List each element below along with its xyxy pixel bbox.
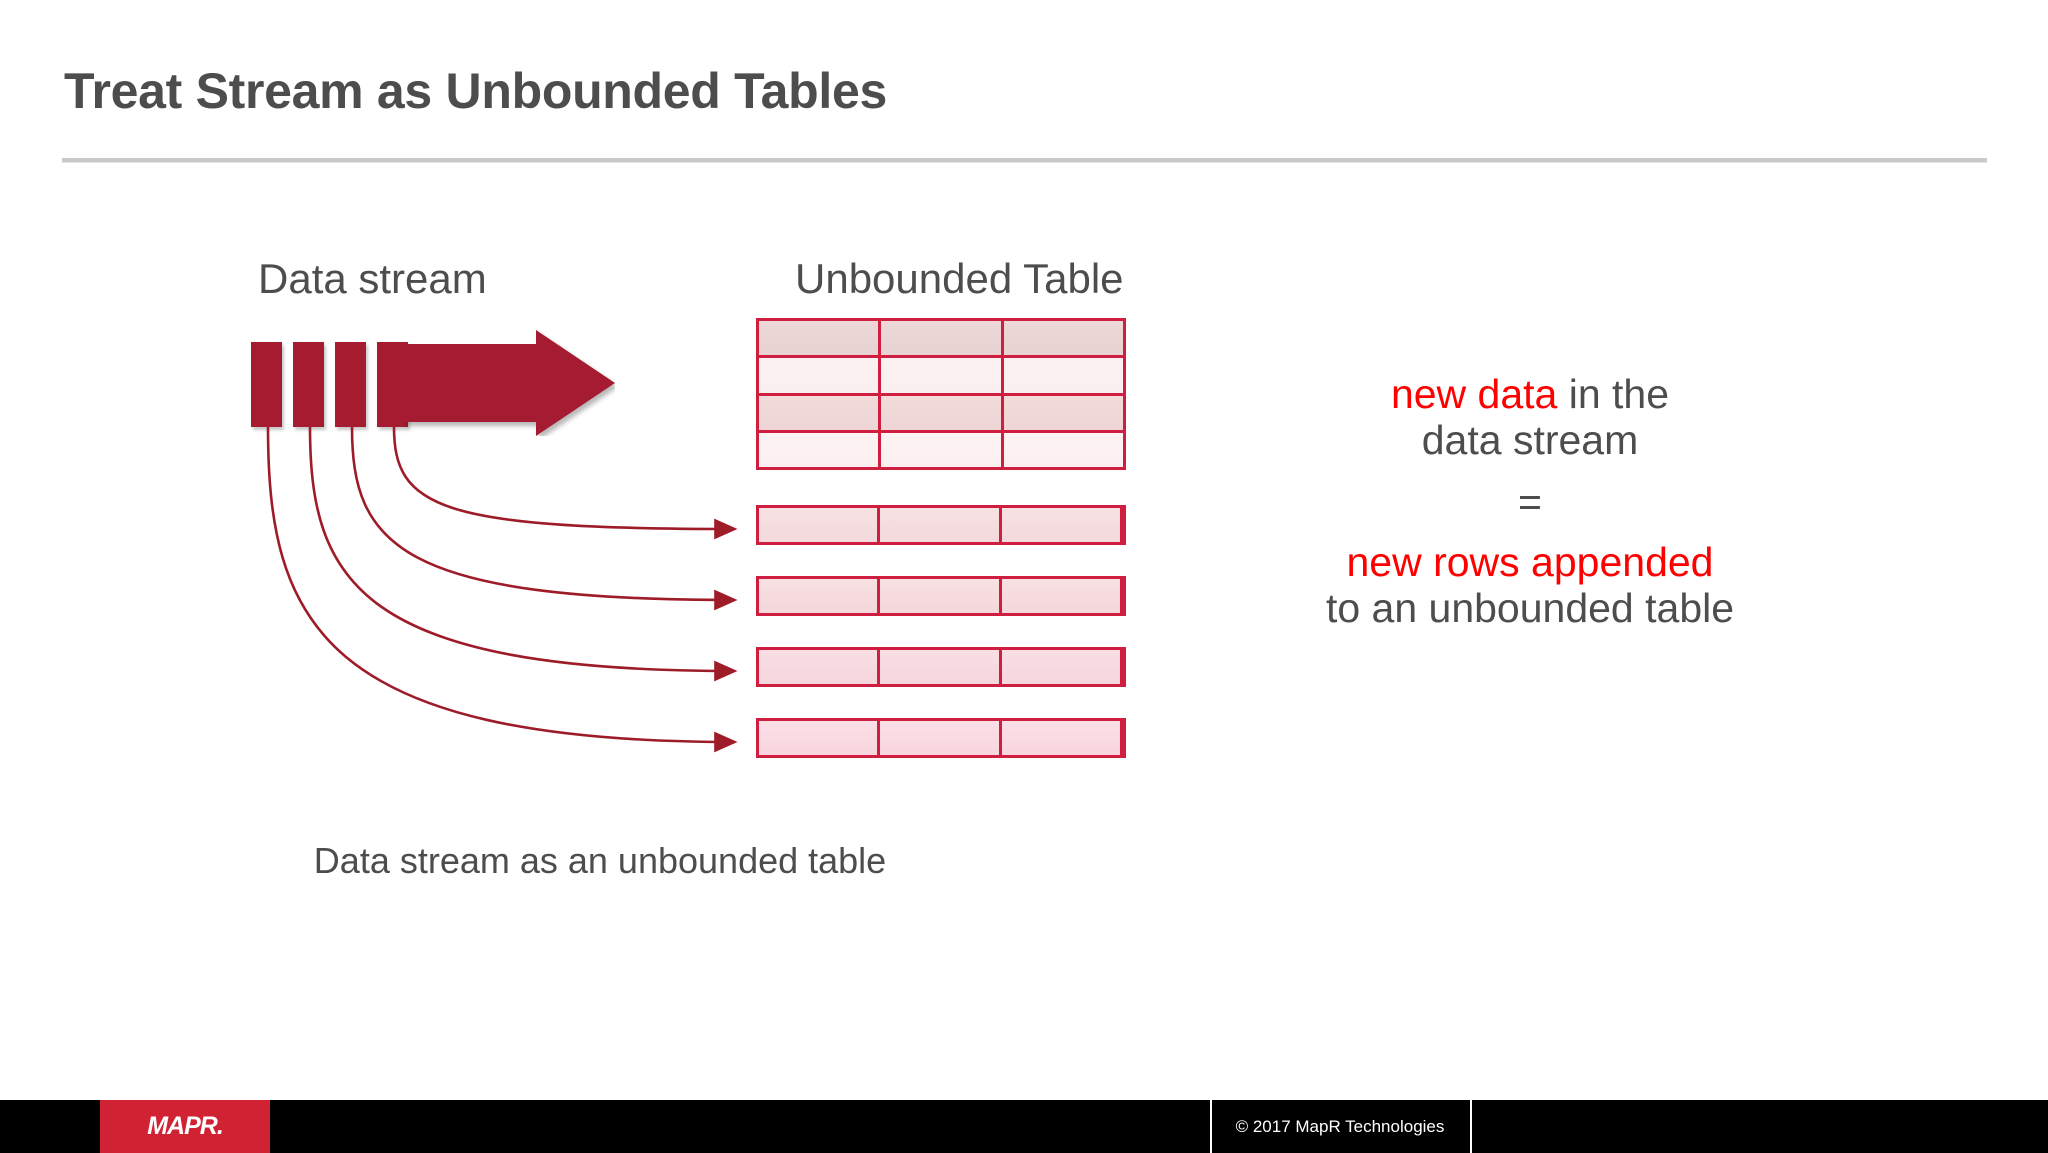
stream-packet-bar: [335, 342, 366, 427]
table-cell: [880, 650, 1002, 684]
table-cell: [759, 650, 881, 684]
appended-table-row: [756, 576, 1126, 616]
table-cell: [759, 321, 882, 356]
table-row: [759, 358, 1123, 396]
equation-emphasis-new-rows-appended: new rows appended: [1346, 538, 1714, 585]
table-cell: [759, 432, 882, 467]
table-cell: [881, 432, 1004, 467]
table-cell: [880, 508, 1002, 542]
title-divider: [62, 158, 1987, 163]
appended-table-row: [756, 505, 1126, 545]
table-cell: [1001, 721, 1123, 755]
table-cell: [759, 508, 881, 542]
table-row: [759, 432, 1123, 467]
diagram-caption: Data stream as an unbounded table: [313, 840, 887, 881]
connector-arrow: [266, 426, 738, 753]
appended-table-row: [756, 647, 1126, 687]
stream-packet-bar: [377, 342, 408, 427]
heading-data-stream: Data stream: [258, 255, 487, 302]
table-cell: [1003, 321, 1123, 356]
table-cell: [880, 721, 1002, 755]
table-cell: [881, 321, 1004, 356]
appended-table-row: [756, 718, 1126, 758]
table-cell: [759, 395, 882, 430]
equation-line-2: data stream: [1421, 416, 1639, 463]
table-cell: [1001, 579, 1123, 613]
connector-arrow: [308, 426, 738, 682]
equation-emphasis-new-data: new data: [1390, 371, 1558, 417]
table-cell: [1001, 508, 1123, 542]
table-cell: [1003, 395, 1123, 430]
table-cell: [881, 358, 1004, 393]
stream-packet-bar: [293, 342, 324, 427]
stream-flow-arrow-icon: [403, 330, 615, 436]
table-row: [759, 321, 1123, 359]
equation-line-4: to an unbounded table: [1325, 584, 1735, 631]
data-stream-graphic: [240, 330, 640, 445]
equation-equals-sign: =: [1518, 478, 1542, 525]
table-cell: [1003, 358, 1123, 393]
equation-line-1: new data in the: [1240, 371, 1820, 418]
table-cell: [1001, 650, 1123, 684]
page-title: Treat Stream as Unbounded Tables: [64, 63, 888, 119]
footer-divider: [1470, 1100, 1472, 1153]
table-cell: [1003, 432, 1123, 467]
equation-text-block: new data in the data stream = new rows a…: [1240, 371, 1820, 632]
table-cell: [759, 358, 882, 393]
connector-arrow: [350, 426, 738, 611]
table-row: [759, 395, 1123, 433]
table-cell: [759, 721, 881, 755]
footer-copyright: © 2017 MapR Technologies: [1235, 1116, 1445, 1136]
slide-footer: MAPR. © 2017 MapR Technologies: [0, 1100, 2048, 1153]
heading-unbounded-table: Unbounded Table: [795, 255, 1124, 302]
footer-divider: [1210, 1100, 1212, 1153]
table-cell: [880, 579, 1002, 613]
table-cell: [881, 395, 1004, 430]
mapr-logo: MAPR.: [100, 1100, 270, 1153]
equation-line-1-rest: in the: [1557, 371, 1670, 417]
unbounded-table: [756, 318, 1126, 470]
table-cell: [759, 579, 881, 613]
mapr-logo-text: MAPR.: [147, 1112, 224, 1140]
stream-packet-bar: [251, 342, 282, 427]
